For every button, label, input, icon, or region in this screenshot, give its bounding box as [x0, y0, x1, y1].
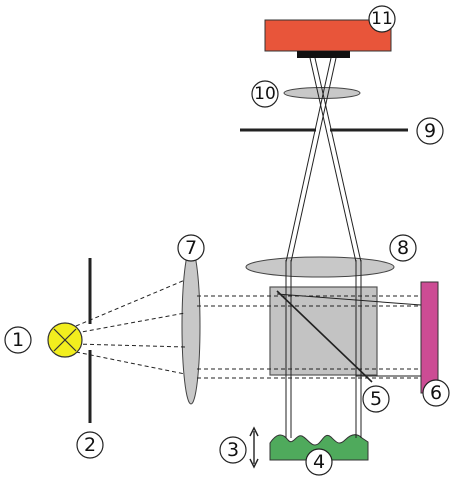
label-circle-3 — [219, 436, 247, 464]
label-aperture-stop: 9 — [424, 120, 436, 142]
objective-lens — [245, 256, 395, 278]
label-circle-8 — [389, 234, 417, 262]
label-aperture: 2 — [84, 434, 96, 456]
label-circle-11 — [368, 5, 396, 33]
label-circle-9 — [416, 117, 444, 145]
label-circle-5 — [362, 385, 390, 413]
label-sample: 4 — [313, 451, 325, 473]
label-camera: 11 — [371, 9, 393, 29]
label-tube-lens: 10 — [254, 84, 276, 104]
imaging-rays — [276, 57, 422, 438]
label-z-motion: 3 — [227, 439, 239, 461]
label-beam-splitter: 5 — [370, 388, 382, 410]
condenser-lens — [181, 247, 201, 405]
lamp — [47, 322, 83, 358]
label-reference-mirror: 6 — [430, 382, 442, 404]
label-circle-10 — [251, 80, 279, 108]
label-circle-4 — [305, 448, 333, 476]
illumination-rays — [75, 279, 421, 379]
camera — [264, 19, 392, 58]
reference-mirror — [420, 281, 439, 394]
label-circle-6 — [422, 379, 450, 407]
sample-surface — [269, 434, 369, 461]
label-condenser-lens: 7 — [185, 237, 197, 259]
z-motion-arrow — [249, 426, 259, 469]
label-objective-lens: 8 — [397, 237, 409, 259]
label-circle-2 — [76, 431, 104, 459]
label-circle-1 — [4, 326, 32, 354]
label-circle-7 — [177, 234, 205, 262]
label-lamp: 1 — [12, 329, 24, 351]
